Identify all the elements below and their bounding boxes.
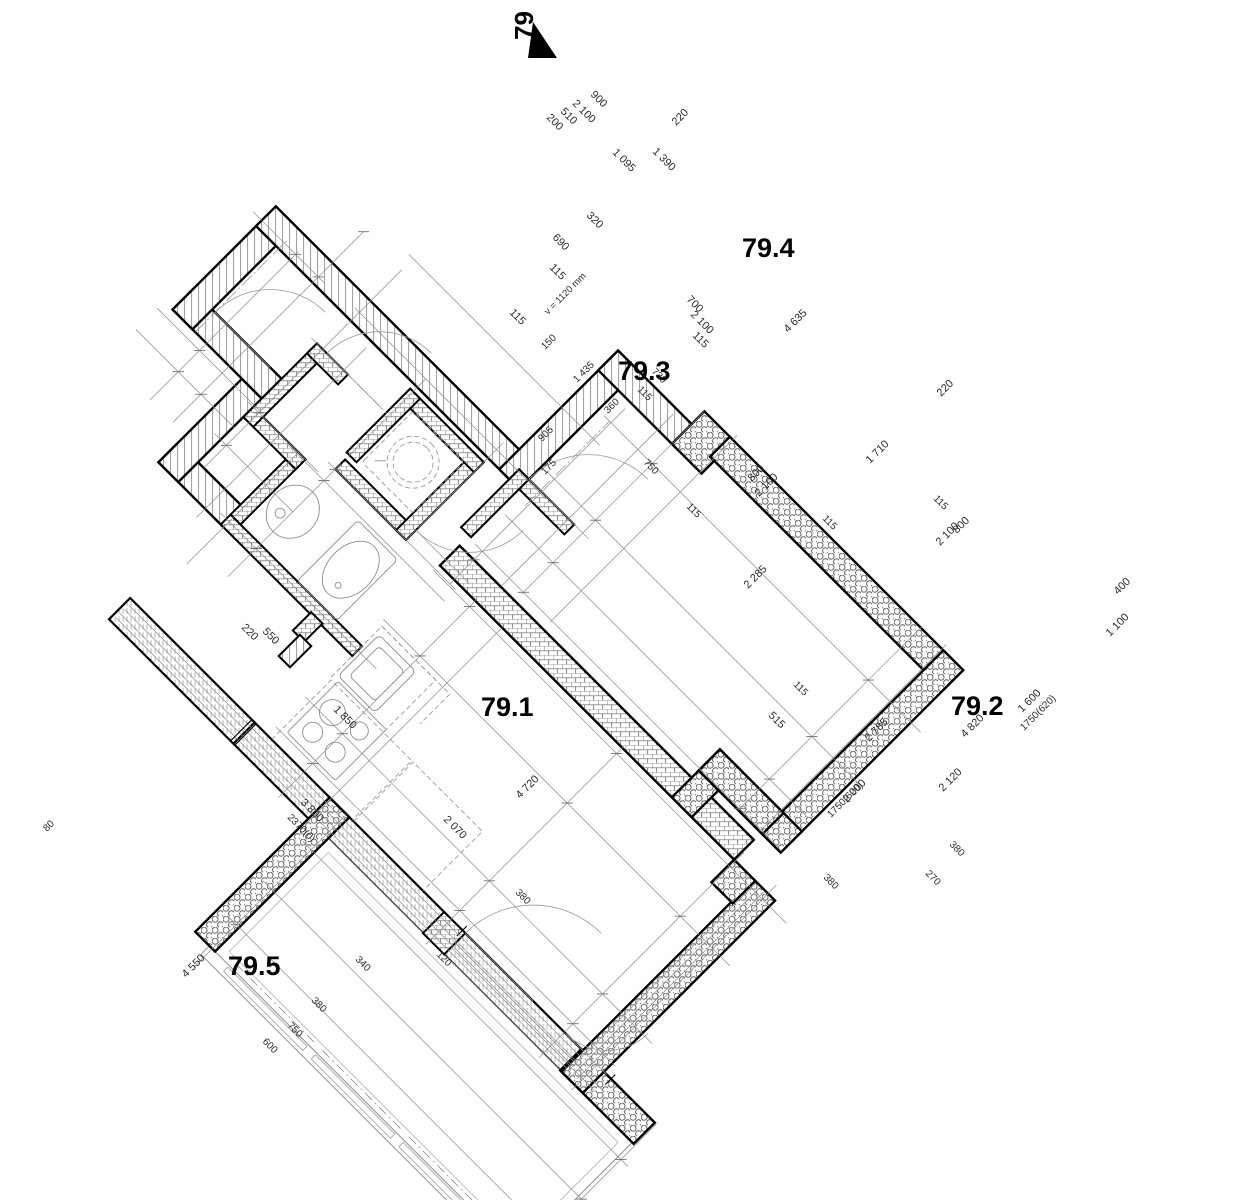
dim-4635: 4 635	[782, 307, 810, 335]
dim-515: 515	[766, 710, 787, 731]
dim-220-west: 220	[239, 622, 260, 643]
section-marker-label: 79	[509, 11, 539, 40]
balcony-slab	[200, 837, 633, 1200]
window-glazing	[115, 604, 765, 1080]
party-wall-central	[438, 543, 786, 862]
dim-2120: 2 120	[937, 766, 965, 794]
exterior-wall-northwest	[107, 596, 257, 746]
dim-1710: 1 710	[864, 438, 892, 466]
dim-600: 600	[260, 1036, 280, 1056]
dim-1095: 1 095	[610, 147, 638, 175]
dim-115-door792b: 115	[931, 493, 950, 512]
dim-115-wc-b: 115	[684, 501, 703, 520]
dim-400: 400	[1112, 576, 1133, 597]
dim-690: 690	[550, 232, 571, 253]
dim-150: 150	[539, 332, 559, 352]
dim-1850: 1 850	[331, 704, 359, 732]
kitchen-fixtures	[271, 625, 483, 892]
dim-115-hall-a: 115	[547, 262, 568, 283]
dimension-texts: 900 2 100 200 510 1 095 1 390 220 320 69…	[41, 89, 1133, 1057]
dim-115-hall-b: 115	[507, 307, 528, 328]
dim-220-entry: 220	[670, 107, 691, 128]
dim-900: 900	[588, 89, 609, 110]
exterior-wall-entry	[156, 222, 284, 528]
dim-2070: 2 070	[441, 814, 469, 842]
dim-750-wc: 750	[641, 457, 661, 477]
room-label-79-5: 79.5	[228, 951, 281, 981]
room-label-79-2: 79.2	[951, 691, 1004, 721]
dim-380-792b: 380	[821, 872, 841, 892]
note-ceiling-height: v = 1120 mm	[542, 271, 588, 317]
door-frames	[421, 910, 467, 956]
room-label-79-3: 79.3	[618, 356, 671, 386]
exterior-wall-north	[254, 204, 541, 491]
plan-body	[107, 204, 965, 1200]
dim-220-east: 220	[935, 378, 956, 399]
dim-4720: 4 720	[514, 773, 542, 801]
section-marker: 79	[509, 11, 557, 58]
bathroom-walls	[219, 342, 486, 669]
exterior-wall-south	[559, 857, 777, 1095]
room-label-79-4: 79.4	[742, 233, 795, 263]
dim-115-central: 115	[791, 679, 810, 698]
dim-80: 80	[41, 818, 57, 834]
dimension-network	[135, 211, 947, 1200]
dim-1390: 1 390	[650, 146, 678, 174]
dim-380-792a: 380	[947, 839, 967, 859]
dim-270: 270	[923, 868, 943, 888]
dim-1100: 1 100	[1104, 611, 1132, 639]
bathroom-fixtures	[265, 412, 464, 620]
dim-320: 320	[584, 210, 605, 231]
dim-380-791: 380	[513, 887, 533, 907]
dim-550: 550	[260, 626, 281, 647]
room-label-79-1: 79.1	[481, 692, 534, 722]
